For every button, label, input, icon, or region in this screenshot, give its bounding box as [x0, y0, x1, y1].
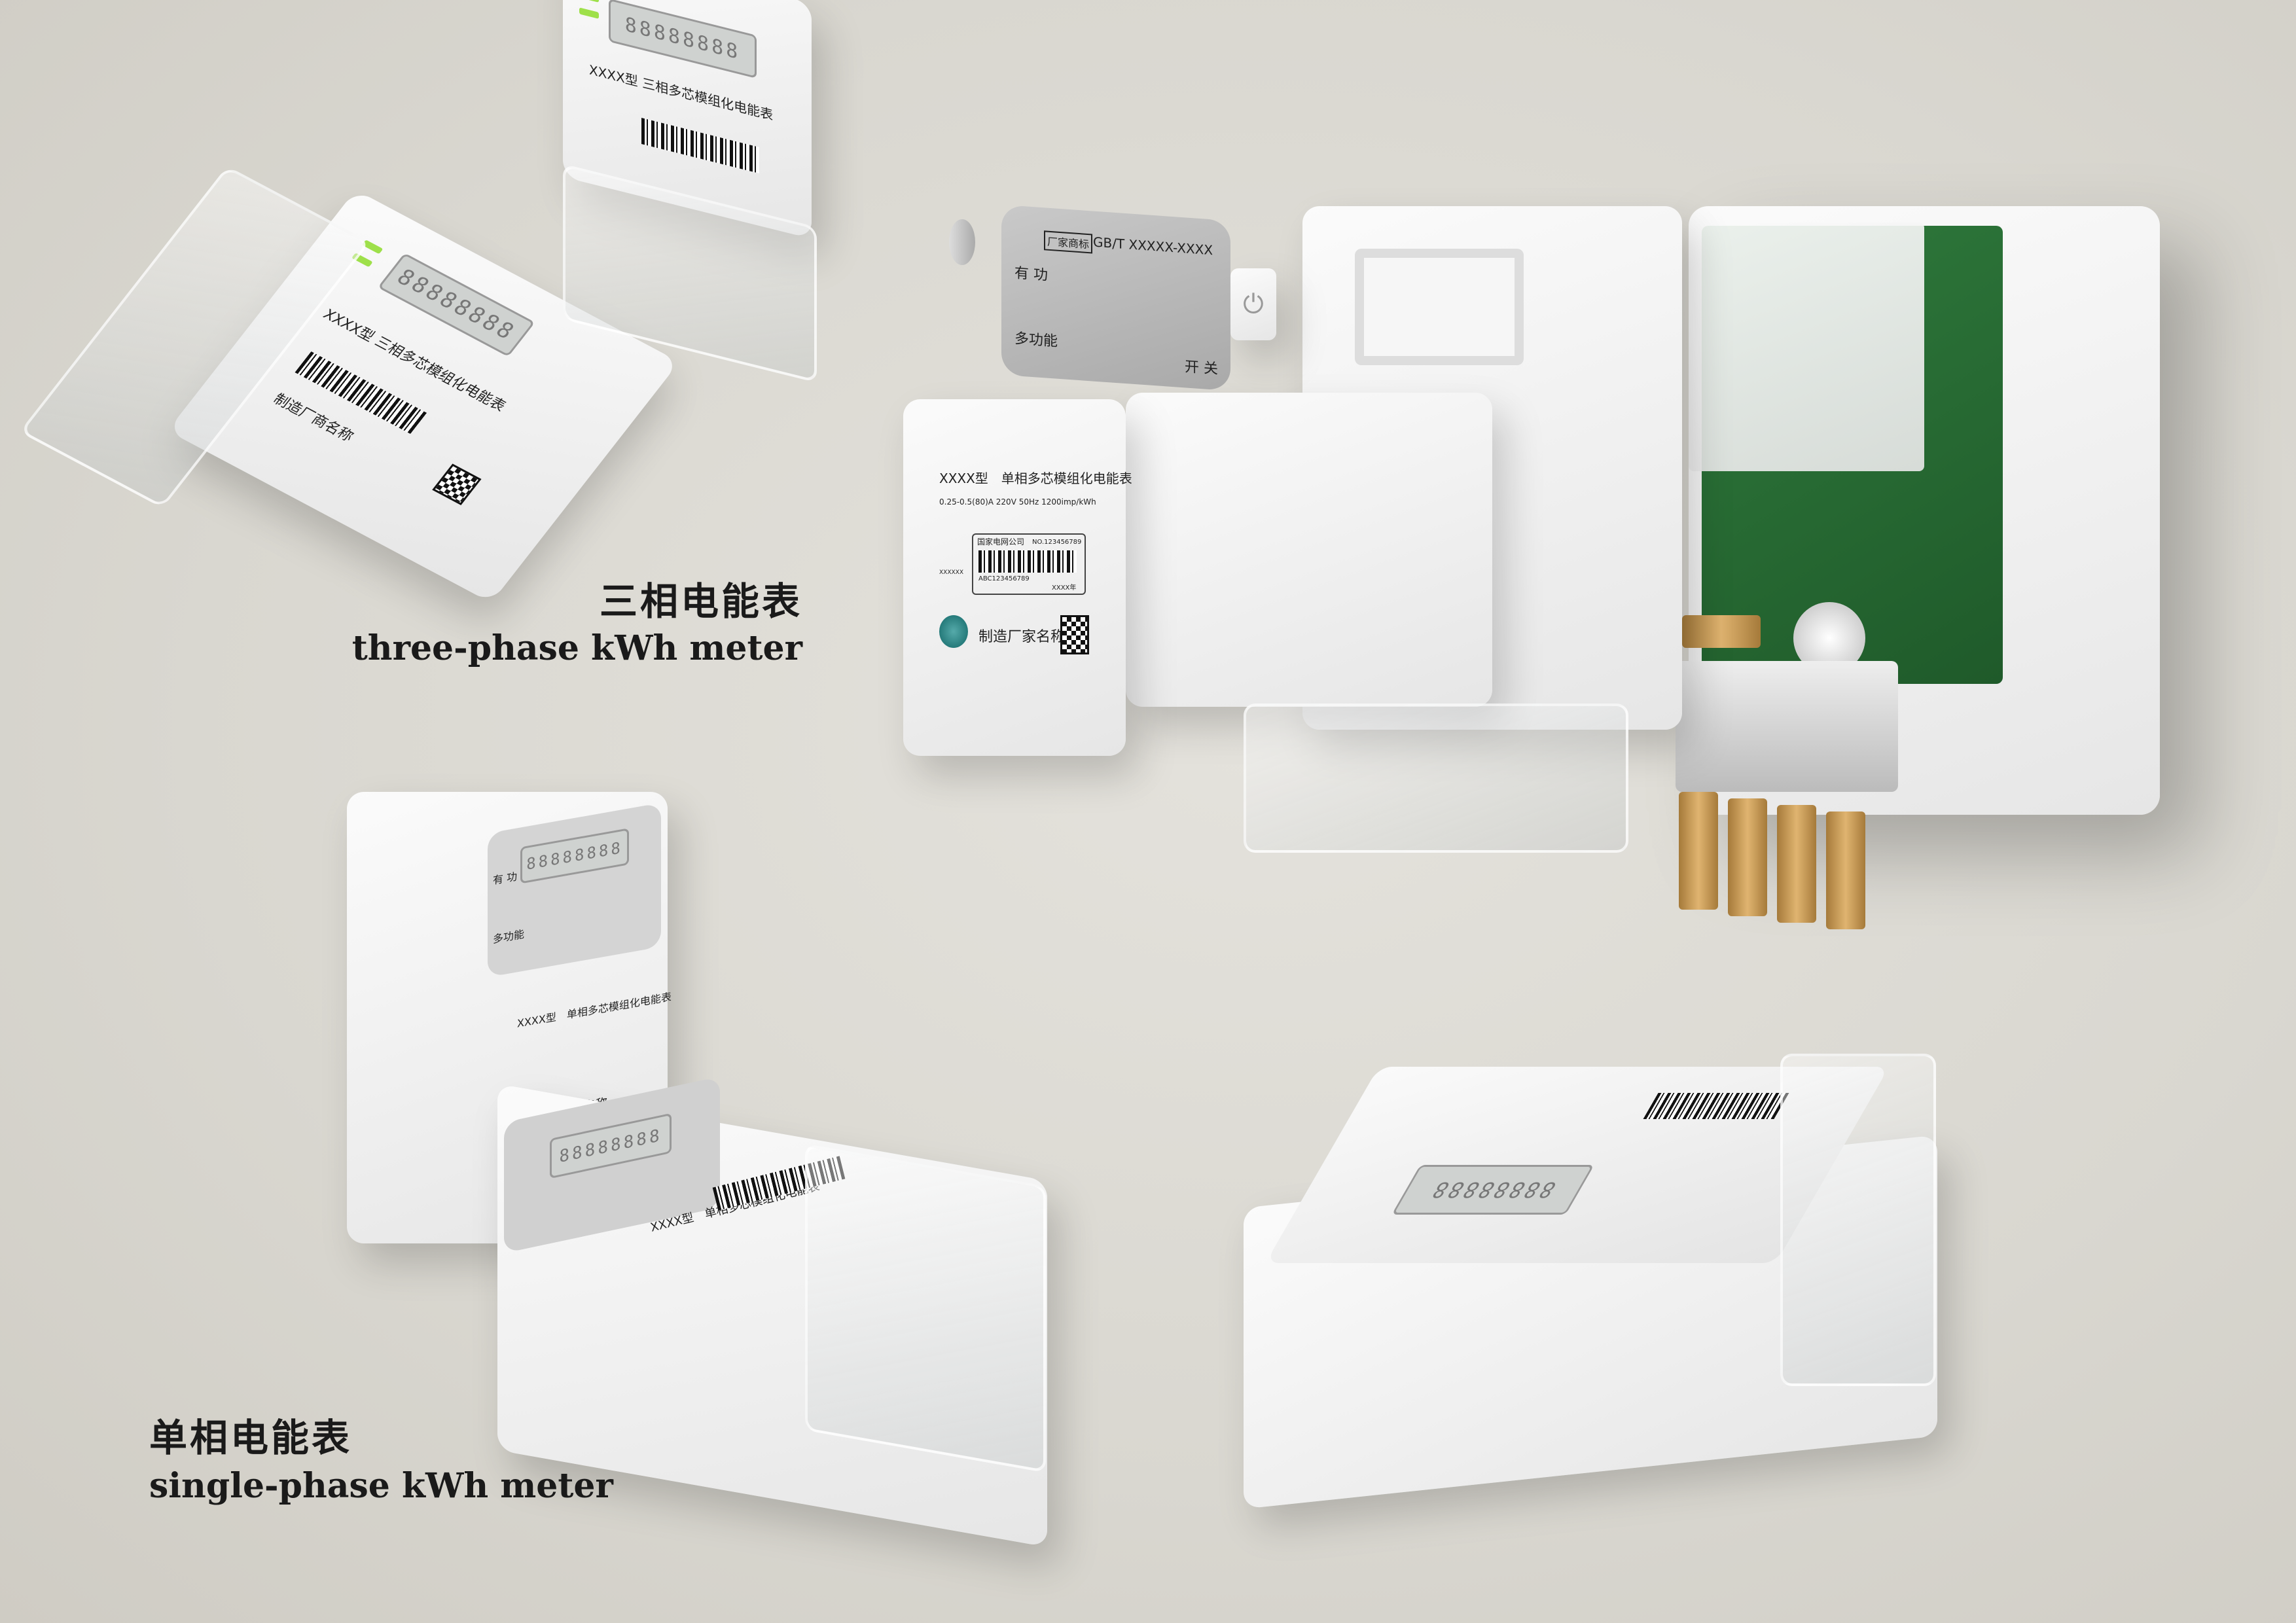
model-text: XXXX型 单相多芯模组化电能表 [939, 471, 1132, 486]
terminal [1826, 812, 1865, 929]
spec-text: 0.25-0.5(80)A 220V 50Hz 1200imp/kWh [939, 497, 1096, 507]
cert-text: XXXXXX [939, 569, 963, 576]
barcode [978, 550, 1077, 573]
terminal [1679, 792, 1718, 910]
multifunction-label: 多功能 [493, 927, 525, 946]
active-label: 有 功 [493, 870, 518, 887]
exploded-view: ⏻ 厂家商标 GB/T XXXXX-XXXX 有 功 多功能 开 关 XXXX型… [903, 204, 2160, 929]
terminal-cover [1780, 1054, 1936, 1386]
three-phase-caption-cn: 三相电能表 [599, 579, 802, 624]
lcd-display: 88888888 [520, 828, 629, 884]
terminal-block [1676, 661, 1898, 792]
terminal [1728, 798, 1767, 916]
qr-code [1060, 615, 1089, 654]
lens-disc [949, 219, 975, 265]
single-phase-meter-render-2: 88888888 XXXX型 单相多芯模组化电能表 [497, 1073, 1054, 1548]
display-window [1355, 249, 1524, 365]
utility-text: 国家电网公司 [977, 537, 1025, 546]
barcode [1643, 1093, 1789, 1119]
three-phase-caption-en: three-phase kWh meter [351, 628, 802, 668]
serial-number: NO.123456789 [1032, 539, 1082, 546]
active-label: 有 功 [1014, 265, 1048, 284]
brass-bar [1682, 615, 1761, 648]
terminal-cover [1244, 704, 1628, 853]
switch-label: 开 关 [1185, 359, 1218, 378]
lcd-display: 88888888 [550, 1113, 672, 1179]
module-carrier [1126, 393, 1492, 707]
three-phase-meter-render-3: 88888888 [1244, 1041, 1937, 1509]
power-button-part: ⏻ [1230, 268, 1276, 340]
grid-logo [939, 615, 968, 648]
barcode-text: ABC123456789 [978, 575, 1030, 582]
manufacturer-text: 制造厂家名称 [978, 629, 1066, 645]
multifunction-label: 多功能 [1014, 330, 1058, 350]
terminal-cover [805, 1143, 1046, 1473]
single-phase-caption-cn: 单相电能表 [149, 1416, 353, 1460]
front-label-module: XXXX型 单相多芯模组化电能表 0.25-0.5(80)A 220V 50Hz… [903, 399, 1132, 756]
single-phase-caption-en: single-phase kWh meter [149, 1466, 613, 1506]
lcd-display: 88888888 [1391, 1165, 1594, 1215]
year-text: XXXX年 [1052, 584, 1077, 592]
barcode-label: 国家电网公司 NO.123456789 ABC123456789 XXXX年 [972, 533, 1086, 595]
terminal [1777, 805, 1816, 923]
inner-frame [1689, 223, 1924, 471]
trademark-text: 厂家商标 [1044, 230, 1093, 254]
faceplate: 88888888 有 功 多功能 [488, 802, 661, 978]
standard-text: GB/T XXXXX-XXXX [1093, 234, 1213, 259]
faceplate: 厂家商标 GB/T XXXXX-XXXX 有 功 多功能 开 关 [1001, 204, 1230, 391]
